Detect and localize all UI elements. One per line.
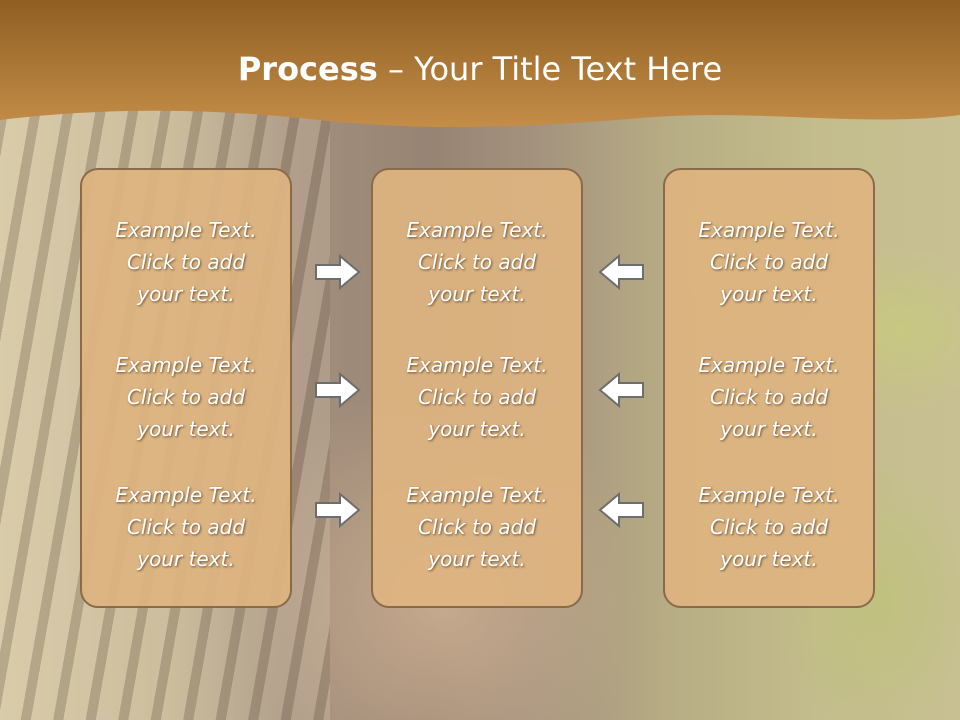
text-line: Example Text. [406, 353, 548, 377]
text-placeholder[interactable]: Example Text. Click to add your text. [373, 349, 581, 445]
text-line: your text. [137, 417, 235, 441]
slide-title[interactable]: Process – Your Title Text Here [0, 50, 960, 88]
text-line: Example Text. [406, 483, 548, 507]
arrow-right-icon [315, 371, 361, 409]
arrow-left-icon [598, 491, 644, 529]
text-line: Example Text. [406, 218, 548, 242]
text-placeholder[interactable]: Example Text. Click to add your text. [82, 349, 290, 445]
process-box-right[interactable]: Example Text. Click to add your text. Ex… [663, 168, 875, 608]
text-line: your text. [720, 547, 818, 571]
text-line: Example Text. [698, 353, 840, 377]
text-placeholder[interactable]: Example Text. Click to add your text. [82, 479, 290, 575]
text-line: Click to add [709, 515, 829, 539]
text-placeholder[interactable]: Example Text. Click to add your text. [665, 349, 873, 445]
text-placeholder[interactable]: Example Text. Click to add your text. [665, 479, 873, 575]
text-line: Click to add [417, 515, 537, 539]
text-placeholder[interactable]: Example Text. Click to add your text. [665, 214, 873, 310]
text-line: Click to add [417, 385, 537, 409]
text-line: your text. [428, 417, 526, 441]
title-bold: Process [237, 50, 378, 88]
text-placeholder[interactable]: Example Text. Click to add your text. [373, 479, 581, 575]
header-banner [0, 0, 960, 128]
text-line: your text. [428, 547, 526, 571]
text-line: Example Text. [115, 483, 257, 507]
text-line: your text. [428, 282, 526, 306]
text-line: your text. [720, 282, 818, 306]
text-line: Example Text. [115, 353, 257, 377]
text-line: your text. [720, 417, 818, 441]
text-line: Click to add [709, 250, 829, 274]
text-line: Example Text. [698, 218, 840, 242]
process-box-left[interactable]: Example Text. Click to add your text. Ex… [80, 168, 292, 608]
arrow-right-icon [315, 253, 361, 291]
text-line: Example Text. [115, 218, 257, 242]
process-box-center[interactable]: Example Text. Click to add your text. Ex… [371, 168, 583, 608]
text-line: Click to add [126, 385, 246, 409]
text-line: Click to add [417, 250, 537, 274]
text-line: Click to add [126, 250, 246, 274]
text-placeholder[interactable]: Example Text. Click to add your text. [373, 214, 581, 310]
arrow-right-icon [315, 491, 361, 529]
text-placeholder[interactable]: Example Text. Click to add your text. [82, 214, 290, 310]
title-rest: – Your Title Text Here [377, 50, 723, 88]
text-line: Click to add [126, 515, 246, 539]
arrow-left-icon [598, 371, 644, 409]
text-line: your text. [137, 282, 235, 306]
text-line: Click to add [709, 385, 829, 409]
text-line: Example Text. [698, 483, 840, 507]
arrow-left-icon [598, 253, 644, 291]
text-line: your text. [137, 547, 235, 571]
